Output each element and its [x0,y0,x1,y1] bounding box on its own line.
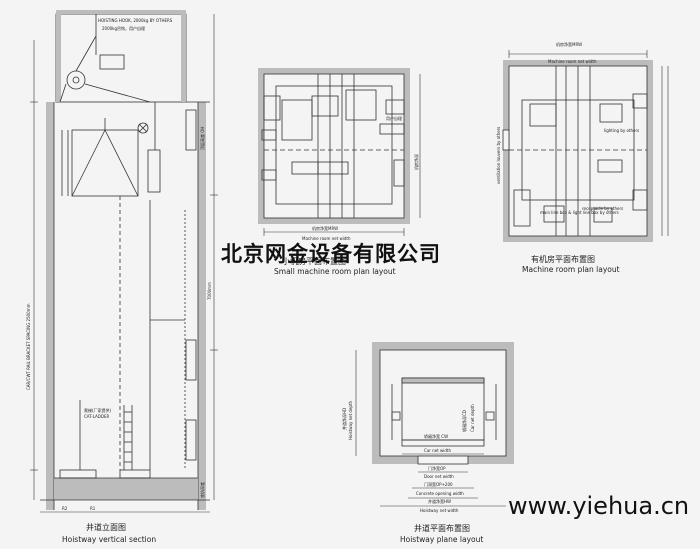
mr-title-en: Machine room plan layout [522,265,620,274]
label-r1: R1 [90,506,96,511]
label-r2: R2 [62,506,68,511]
vertical-section-title-en: Hoistway vertical section [62,535,156,544]
small-mr-depth: 机房净深 [413,154,419,170]
small-machine-room-plan [258,68,421,236]
counterweight-pulley [137,122,149,134]
elevator-car [71,129,139,197]
counterweight [147,149,161,193]
car-width-cn: 轿厢净宽 CW [424,433,448,439]
small-mr-title-cn: 小机房平面布置图 [282,256,346,266]
hoistway-plan-title-en: Hoistway plane layout [400,535,483,544]
mr-width-cn: 机房净宽MRW [556,41,582,47]
mr-width-en: Machine room net width [548,59,597,64]
car-depth-en: Car net depth [470,404,475,432]
company-watermark: 北京网金设备有限公司 [221,241,441,266]
traction-sheave [66,70,86,90]
small-mr-width-cn: 机房净宽MRW [312,225,338,231]
hoistway-depth-en: Hoistway net depth [348,400,353,440]
mr-main-box: main line box & light line box by others [540,210,619,215]
hoistway-width-en: Hoistway net width [420,508,459,513]
mr-ventilation: ventilation louvers by others [496,127,501,184]
small-mr-note: 用户自理 [386,115,402,121]
opening-width-en: Concrete opening width [416,491,464,496]
hook-note-cn: 2000kg吊钩，用户自理 [102,25,145,31]
cat-ladder [123,405,133,470]
hoistway-vertical-section [30,10,218,513]
small-mr-room [263,73,405,219]
hoistway-depth-cn: 井道净深HD [341,408,347,430]
small-mr-title-en: Small machine room plan layout [274,267,396,276]
ladder-note: CAT-LADDER [84,414,109,419]
vertical-section-title-cn: 井道立面图 [86,522,126,532]
door-width-en: Door net width [424,474,454,479]
door-width-cn: 门净宽OP [428,465,446,471]
car-width-en: Car net width [424,448,451,453]
oh-note: 顶层高度 OH [199,127,205,150]
car-depth-cn: 轿厢净深CD [461,410,467,432]
small-mr-width-en: Machine room net width [302,236,351,241]
mr-title-cn: 有机房平面布置图 [531,254,595,264]
pit [54,478,198,500]
machine-room-plan [502,50,669,242]
hoistway-plan [355,342,514,507]
site-url-watermark: www.yiehua.cn [508,492,690,520]
hoistway-width-cn: 井道净宽HW [428,498,451,504]
hook-note: HOISTING HOOK, 2000kg BY OTHERS [98,18,173,23]
mr-receptacle: receptacle by others [582,206,623,211]
pit-note: 底坑深度 [199,482,205,498]
height-note: 7000mm [207,282,212,300]
mr-lighting: lighting by others [604,128,639,133]
ladder-note-cn: 爬梯(厂家提供) [84,407,112,413]
rail-spacing-note: CAR/CWT RAIL BRACKET SPACING 2500mm [26,303,31,390]
hoistway [379,349,507,457]
opening-width-cn: 门洞宽OP+200 [424,481,453,487]
hoistway-plan-title-cn: 井道平面布置图 [414,523,470,533]
